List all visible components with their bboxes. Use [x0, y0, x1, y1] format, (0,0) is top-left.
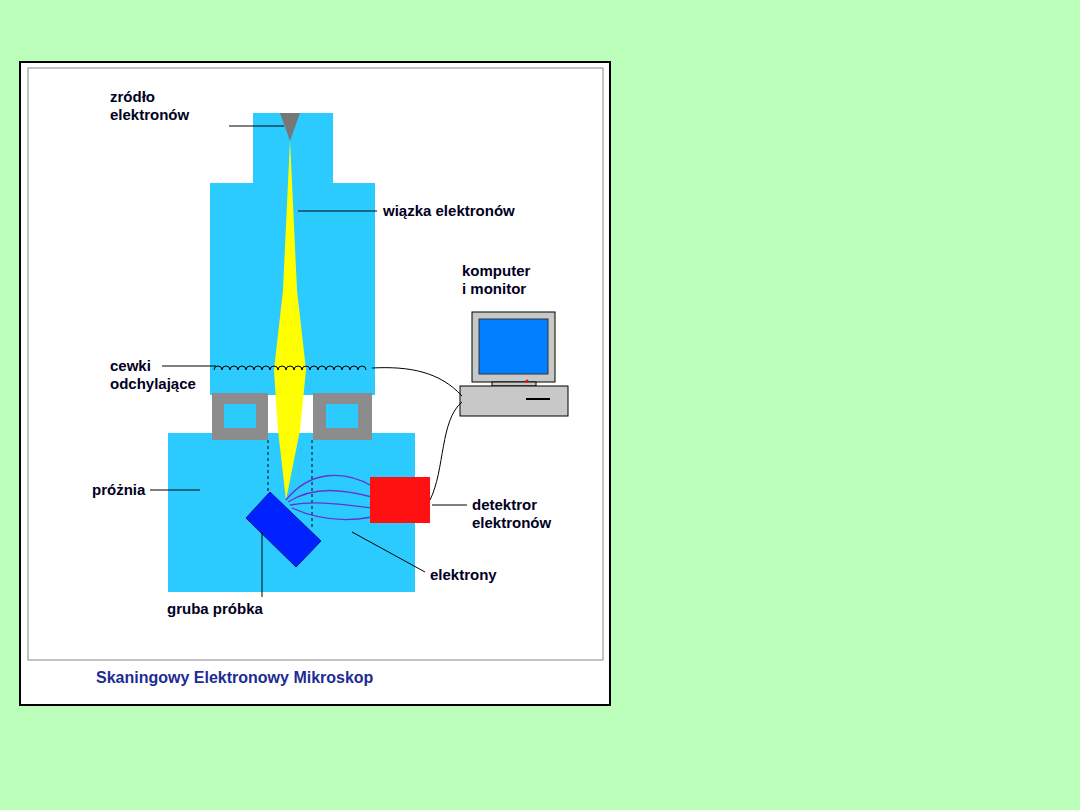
part-label: zródło elektronów — [110, 88, 220, 124]
part-label: cewki odchylające — [110, 357, 215, 393]
electron-path — [292, 508, 372, 520]
lens-pole-piece — [212, 393, 268, 440]
drive-slot — [526, 398, 550, 400]
part-label: komputer i monitor — [462, 262, 538, 298]
computer-case — [460, 386, 568, 416]
electron-path — [290, 503, 372, 508]
screen — [479, 319, 548, 374]
scan-limit — [312, 440, 313, 530]
lens-gap — [326, 404, 358, 428]
part-label: próżnia — [92, 481, 145, 499]
leader-line — [298, 211, 377, 212]
panel — [20, 62, 610, 705]
part-label: gruba próbka — [167, 600, 263, 618]
detector — [370, 477, 430, 523]
monitor-stand — [492, 382, 536, 386]
leader-line — [162, 366, 216, 367]
leader-line — [262, 532, 263, 597]
part-label: wiązka elektronów — [383, 202, 515, 220]
leader-line — [229, 126, 284, 127]
coil-cable — [372, 368, 462, 396]
part-label: detektror elektronów — [472, 496, 577, 532]
deflection-coils — [214, 366, 366, 370]
electron-source — [280, 113, 300, 141]
lens-gap — [224, 404, 256, 428]
electron-paths — [286, 475, 372, 519]
part-label: elektrony — [430, 566, 497, 584]
electron-path — [288, 491, 372, 503]
leader-line — [150, 490, 200, 491]
gun-housing — [253, 113, 333, 185]
electron-beam — [274, 140, 306, 500]
leader-line — [352, 532, 425, 572]
leader-lines — [150, 126, 467, 597]
inner-frame — [28, 68, 603, 660]
caption: Skaningowy Elektronowy Mikroskop — [96, 668, 373, 688]
lens-pole-piece — [313, 393, 372, 440]
monitor — [472, 312, 555, 382]
detector-cable — [430, 402, 462, 500]
leader-line — [432, 505, 467, 506]
power-led — [526, 380, 529, 383]
